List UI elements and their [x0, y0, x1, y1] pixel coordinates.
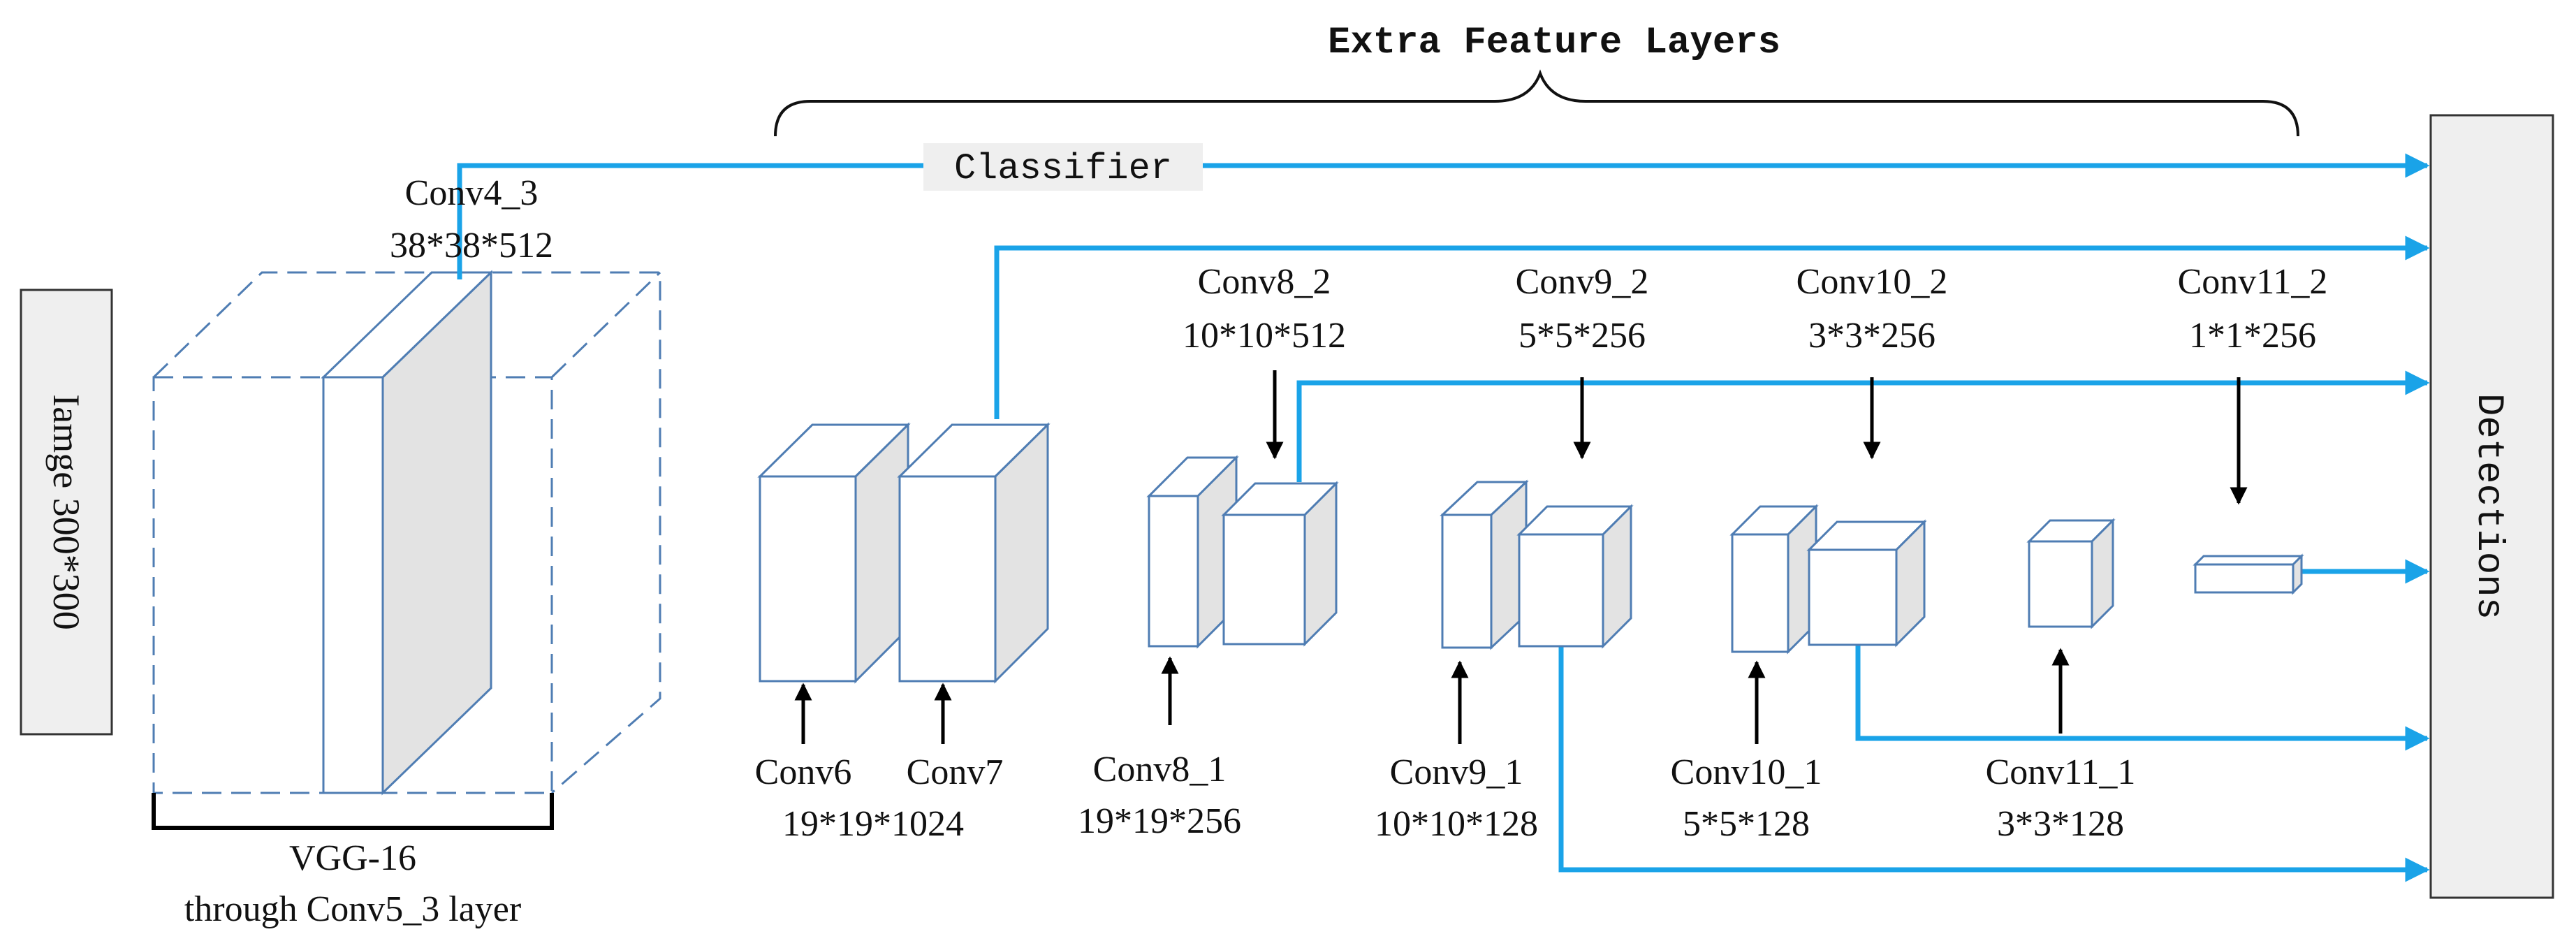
- vgg16-subtitle: through Conv5_3 layer: [184, 889, 521, 929]
- conv10-1-block: [1729, 504, 1819, 655]
- classifier-connections: [457, 153, 2430, 882]
- conv9-1-name: Conv9_1: [1390, 752, 1523, 792]
- conv11-2-name: Conv11_2: [2178, 262, 2328, 302]
- extra-feature-layers-brace: [774, 69, 2299, 137]
- vgg16-bracket: [152, 793, 554, 830]
- conv8-2-name: Conv8_2: [1198, 262, 1331, 302]
- conv6-7-shape: 19*19*1024: [782, 804, 964, 844]
- conv10-1-shape: 5*5*128: [1683, 804, 1810, 844]
- conv8-2-block: [1221, 481, 1339, 647]
- classifier-label-bg: [923, 143, 1203, 191]
- vgg16-label: VGG-16: [289, 838, 416, 878]
- conv11-1-shape: 3*3*128: [1997, 804, 2124, 844]
- conv11-2-shape: 1*1*256: [2189, 316, 2316, 356]
- extra-feature-layers-title: Extra Feature Layers: [1328, 22, 1780, 64]
- conv11-1-block: [2026, 518, 2116, 629]
- conv10-2-shape: 3*3*256: [1808, 316, 1935, 356]
- conv8-2-shape: 10*10*512: [1183, 316, 1346, 356]
- conv4-3-shape: 38*38*512: [390, 226, 553, 265]
- conv4-3-name: Conv4_3: [405, 173, 539, 213]
- conv8-1-name: Conv8_1: [1093, 750, 1227, 789]
- conv8-1-block: [1146, 455, 1239, 649]
- conv9-2-name: Conv9_2: [1516, 262, 1649, 302]
- conv7-block: [897, 422, 1051, 684]
- detections-label: Detections: [2467, 393, 2510, 620]
- vgg16-block: [152, 270, 661, 796]
- conv6-block: [757, 422, 911, 684]
- input-image-label: Iamge 300*300: [45, 394, 87, 629]
- conv7-name: Conv7: [907, 752, 1004, 792]
- conv11-2-block: [2193, 553, 2304, 595]
- conv9-1-shape: 10*10*128: [1375, 804, 1538, 844]
- classifier-label: Classifier: [954, 148, 1172, 189]
- detections-panel: Detections: [2429, 114, 2554, 899]
- conv9-2-shape: 5*5*256: [1518, 316, 1646, 356]
- input-image-panel: Iamge 300*300: [20, 289, 113, 736]
- conv10-2-name: Conv10_2: [1796, 262, 1948, 302]
- conv4-3-slab: [321, 270, 494, 796]
- conv11-1-name: Conv11_1: [1986, 752, 2136, 792]
- conv6-name: Conv6: [755, 752, 852, 792]
- conv8-1-shape: 19*19*256: [1078, 801, 1241, 841]
- conv9-2-block: [1516, 504, 1634, 649]
- conv10-1-name: Conv10_1: [1671, 752, 1822, 792]
- layer-pointer-arrows: [794, 370, 2248, 744]
- conv9-1-block: [1440, 479, 1529, 650]
- conv10-2-block: [1806, 519, 1927, 648]
